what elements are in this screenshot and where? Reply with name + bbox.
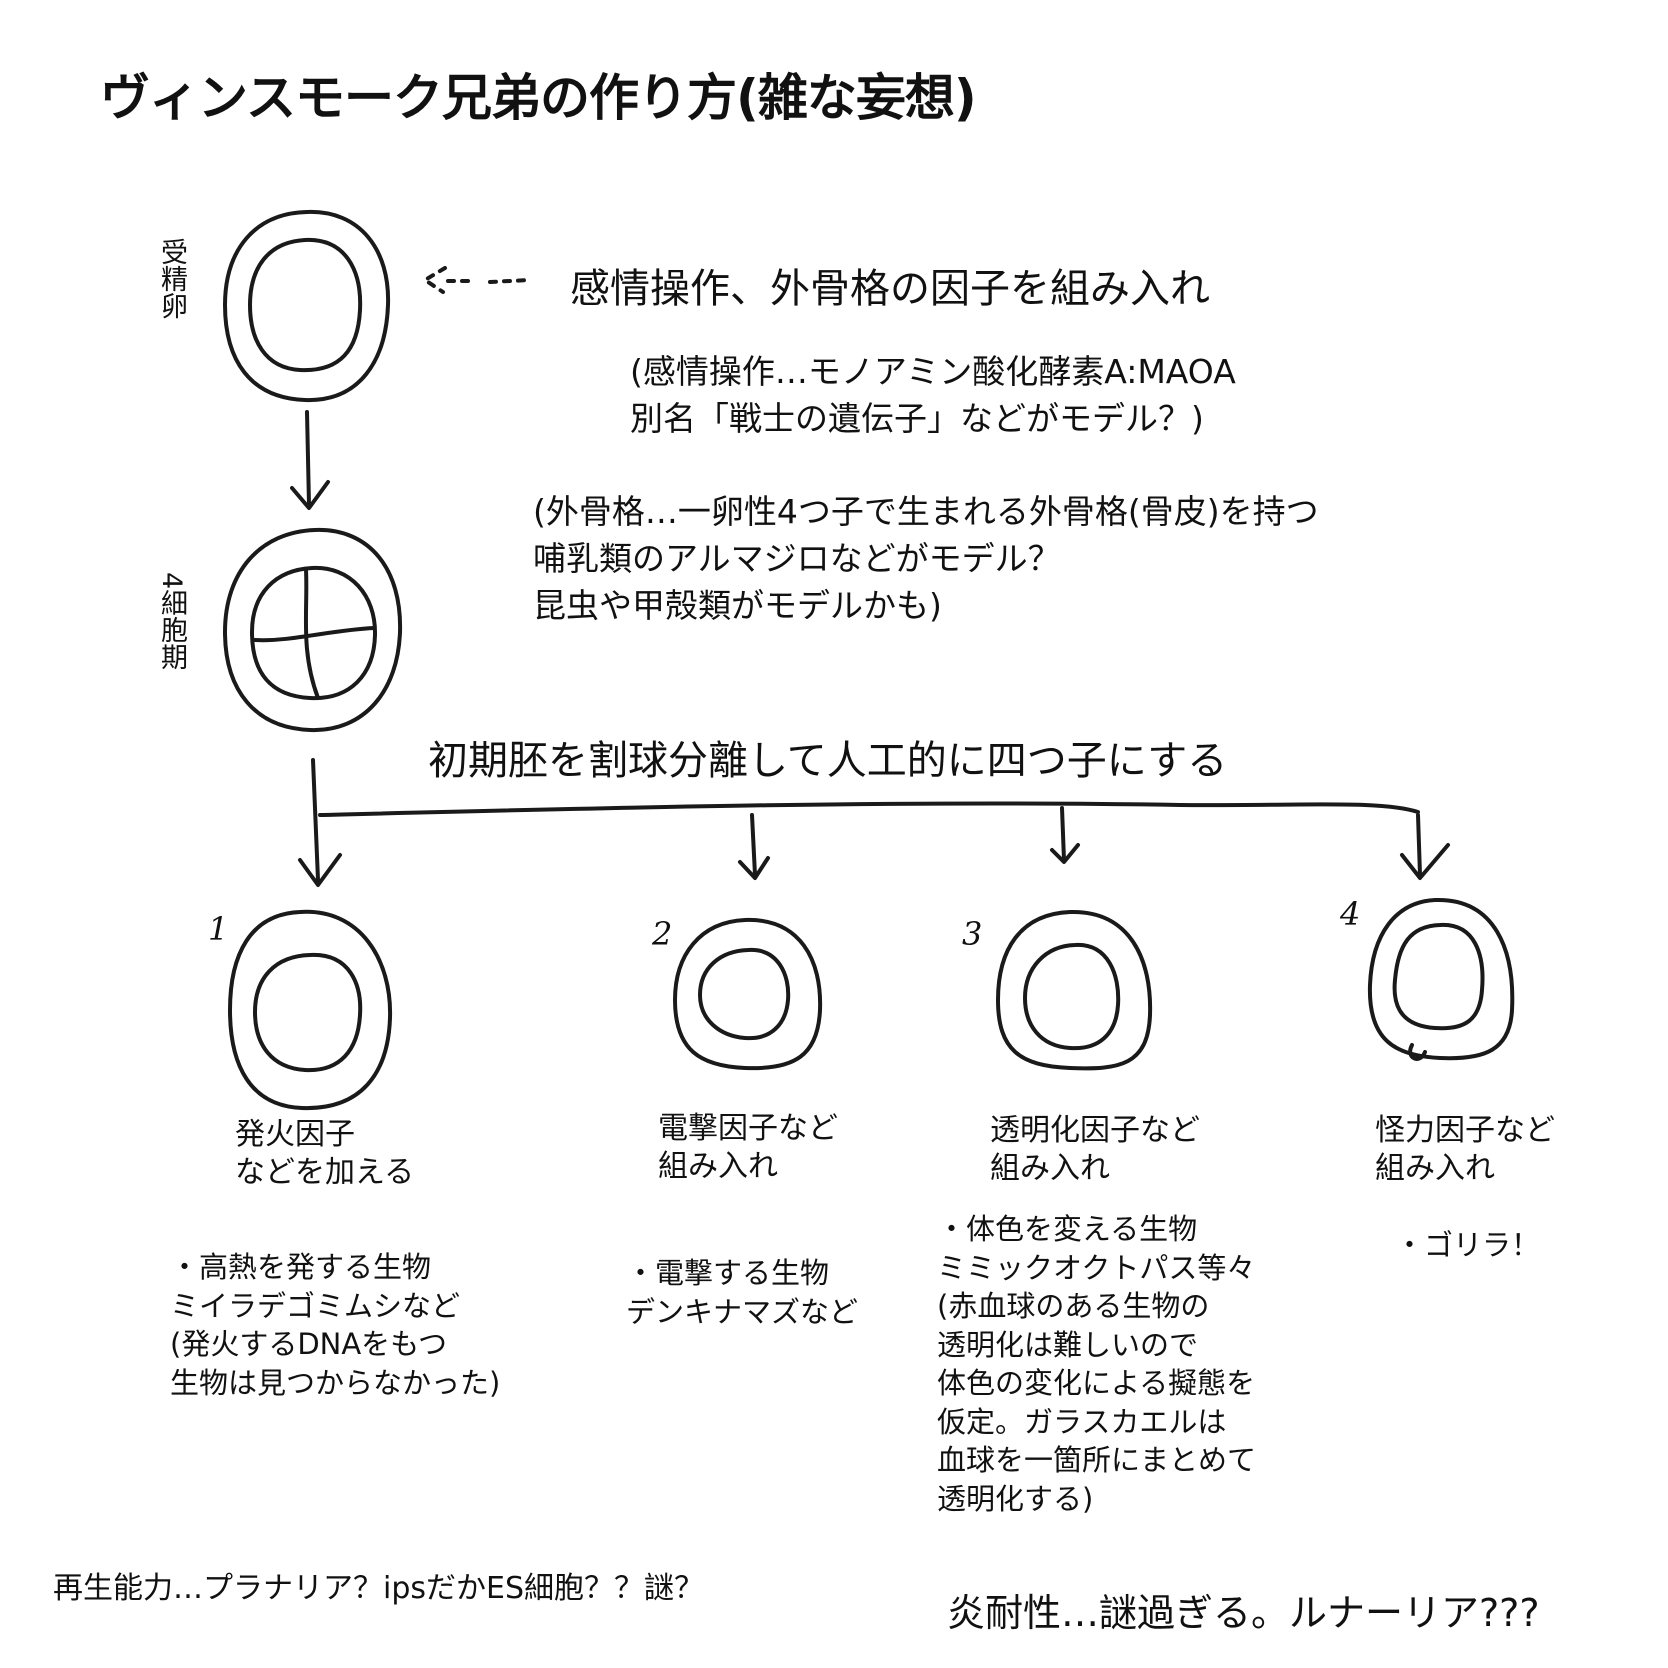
brother-4-egg xyxy=(1367,897,1515,1061)
inject-note: 感情操作、外骨格の因子を組み入れ xyxy=(570,266,1210,312)
detail-line: 体色の変化による擬態を xyxy=(937,1366,1256,1400)
brother-4-label: 怪力因子など組み入れ xyxy=(1375,1112,1555,1188)
exoskeleton-note: (外骨格…一卵性4つ子で生まれる外骨格(骨皮)を持つ哺乳類のアルマジロなどがモデ… xyxy=(533,488,1319,629)
label-line: 発火因子 xyxy=(235,1117,355,1152)
label-line: 組み入れ xyxy=(658,1149,778,1184)
detail-line: デンキナマズなど xyxy=(626,1294,859,1329)
detail-line: ・電撃する生物 xyxy=(626,1256,830,1290)
stage-label-fertilized-egg: 受精卵 xyxy=(156,238,187,319)
exoskeleton-note-line: 昆虫や甲殻類がモデルかも) xyxy=(533,586,942,625)
emotion-note: (感情操作…モノアミン酸化酵素A:MAOA 別名「戦士の遺伝子」などがモデル？) xyxy=(630,348,1236,442)
emotion-note-line: 別名「戦士の遺伝子」などがモデル？) xyxy=(630,399,1204,438)
emotion-note-line: (感情操作…モノアミン酸化酵素A:MAOA xyxy=(630,352,1236,391)
brother-2-details: ・電撃する生物デンキナマズなど xyxy=(626,1254,858,1331)
brother-3-details: ・体色を変える生物ミミックオクトパス等々 (赤血球のある生物の透明化は難しいので体… xyxy=(937,1210,1256,1518)
detail-line: 透明化は難しいので xyxy=(937,1327,1199,1362)
brother-1-label: 発火因子などを加える xyxy=(235,1116,414,1192)
branch-arrow-4 xyxy=(1400,813,1450,880)
fertilized-egg-drawing xyxy=(223,209,391,403)
detail-line: (発火するDNAをもつ xyxy=(170,1327,448,1361)
detail-line: (赤血球のある生物の xyxy=(937,1289,1210,1323)
exoskeleton-note-line: (外骨格…一卵性4つ子で生まれる外骨格(骨皮)を持つ xyxy=(533,492,1319,531)
label-line: 透明化因子など xyxy=(990,1113,1200,1148)
brother-4-number: 4 xyxy=(1340,895,1361,933)
arrow-down-split xyxy=(298,758,342,887)
brother-2-label: 電撃因子など組み入れ xyxy=(658,1110,838,1186)
split-note: 初期胚を割球分離して人工的に四つ子にする xyxy=(428,738,1228,784)
detail-line: ミイラデゴミムシなど xyxy=(170,1288,461,1323)
brother-3-number: 3 xyxy=(962,915,983,953)
label-line: 怪力因子など xyxy=(1375,1113,1555,1148)
fire-resistance-note: 炎耐性…謎過ぎる。ルナーリア??? xyxy=(947,1591,1540,1635)
detail-line: 血球を一箇所にまとめて xyxy=(937,1443,1257,1477)
brother-1-egg xyxy=(228,909,393,1111)
stage-label-four-cell: 4細胞期 xyxy=(156,572,187,671)
brother-2-egg xyxy=(673,917,823,1071)
dotted-arrow-left xyxy=(423,266,532,294)
brother-3-label: 透明化因子など組み入れ xyxy=(990,1112,1200,1188)
brother-2-number: 2 xyxy=(652,915,673,953)
detail-line: 生物は見つからなかった) xyxy=(170,1365,501,1400)
arrow-down-1 xyxy=(290,410,330,510)
detail-line: ・ゴリラ！ xyxy=(1395,1228,1541,1262)
brother-1-number: 1 xyxy=(208,910,229,948)
label-line: 電撃因子など xyxy=(658,1111,838,1146)
detail-line: ・体色を変える生物 xyxy=(937,1212,1198,1246)
branch-arrow-2 xyxy=(738,813,770,880)
page-title: ヴィンスモーク兄弟の作り方(雑な妄想) xyxy=(100,69,977,127)
detail-line: ミミックオクトパス等々 xyxy=(937,1250,1256,1285)
four-cell-drawing xyxy=(223,527,403,733)
label-line: などを加える xyxy=(235,1155,415,1190)
exoskeleton-note-line: 哺乳類のアルマジロなどがモデル？ xyxy=(533,539,1061,578)
detail-line: ・高熱を発する生物 xyxy=(170,1250,432,1284)
branch-arrow-3 xyxy=(1050,806,1080,864)
label-line: 組み入れ xyxy=(1375,1151,1495,1186)
detail-line: 透明化する) xyxy=(937,1481,1094,1516)
brother-3-egg xyxy=(996,909,1153,1071)
branch-line xyxy=(318,801,1420,817)
brother-4-details: ・ゴリラ！ xyxy=(1395,1226,1540,1265)
regeneration-note: 再生能力…プラナリア？ipsだかES細胞？？謎？ xyxy=(53,1571,705,1606)
brother-1-details: ・高熱を発する生物ミイラデゴミムシなど (発火するDNAをもつ生物は見つからなかっ… xyxy=(170,1248,500,1402)
label-line: 組み入れ xyxy=(990,1151,1110,1186)
detail-line: 仮定。ガラスカエルは xyxy=(937,1404,1227,1439)
